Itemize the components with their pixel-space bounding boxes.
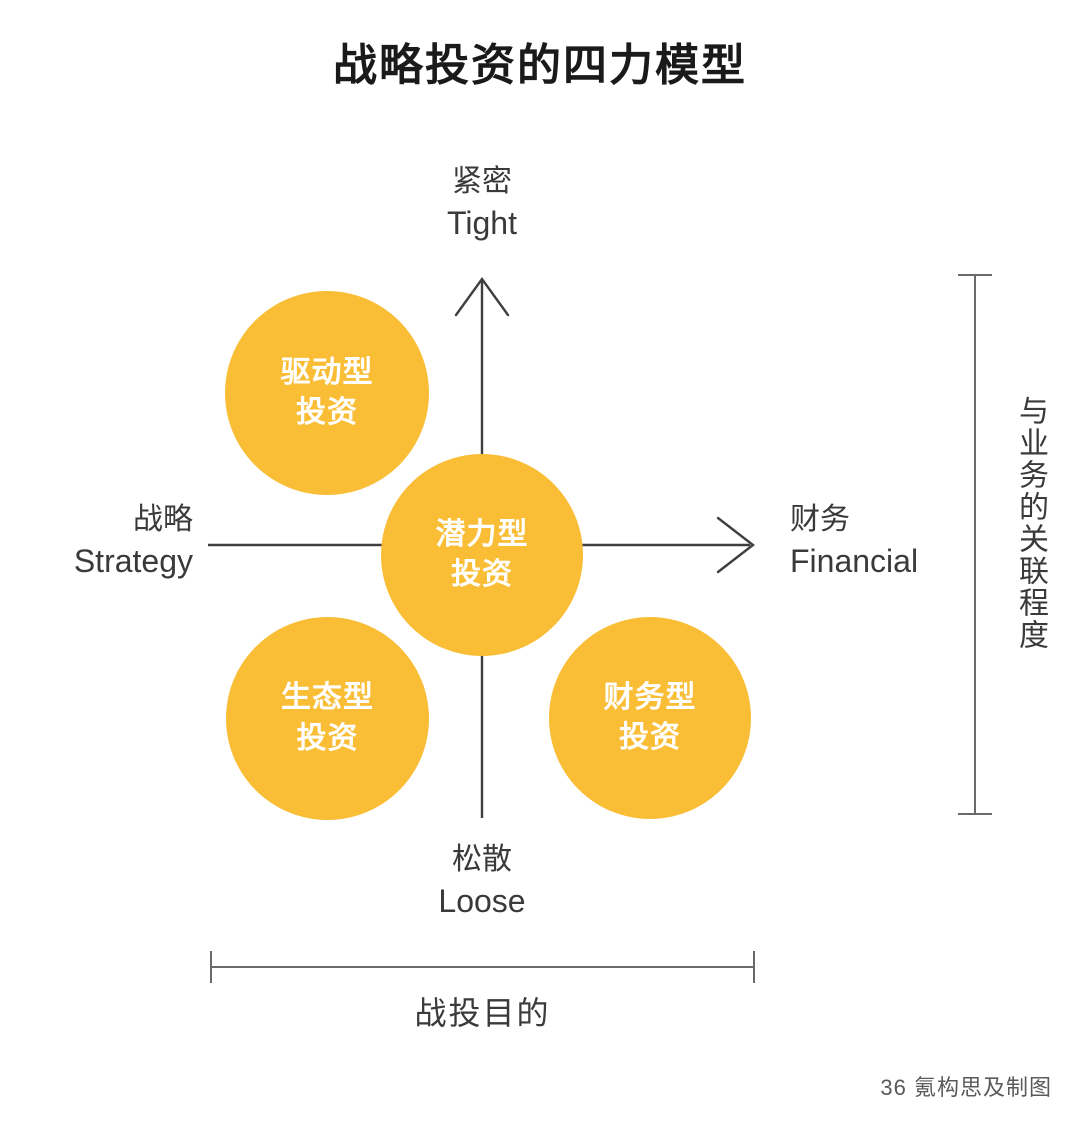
bubble-driven-investment-line2: 投资 (296, 396, 358, 429)
credit-line: 36 氪构思及制图 (880, 1075, 1052, 1100)
bottom-bracket-label: 战投目的 (414, 995, 551, 1031)
axis-label-left: 战略 Strategy (8, 500, 193, 582)
axis-label-top-en: Tight (447, 204, 517, 241)
axis-label-bottom: 松散 Loose (382, 840, 582, 922)
y-axis-arrowhead (454, 276, 510, 317)
axis-label-right-cn: 财务 (790, 503, 850, 536)
bubble-financial-investment-line1: 财务型 (603, 680, 697, 714)
bubble-ecological-investment-line2: 投资 (296, 721, 359, 755)
axis-label-top-cn: 紧密 (452, 165, 512, 198)
bubble-ecological-investment-line1: 生态型 (281, 681, 374, 714)
right-bracket-label: 与业务的关联程度 (1014, 395, 1047, 651)
bubble-financial-investment: 财务型 投资 (549, 617, 751, 819)
page-title: 战略投资的四力模型 (333, 41, 747, 90)
axis-label-left-en: Strategy (73, 542, 193, 579)
bubble-ecological-investment: 生态型 投资 (226, 617, 429, 820)
axis-label-bottom-en: Loose (438, 882, 526, 919)
bubble-potential-investment-line1: 潜力型 (435, 517, 529, 551)
axis-label-left-cn: 战略 (133, 503, 193, 536)
bubble-potential-investment: 潜力型 投资 (381, 454, 583, 656)
axis-label-right: 财务 Financial (790, 500, 1020, 582)
x-axis-arrowhead (716, 516, 755, 574)
bubble-driven-investment: 驱动型 投资 (225, 291, 429, 495)
bubble-potential-investment-line2: 投资 (451, 558, 513, 591)
bubble-driven-investment-line1: 驱动型 (280, 355, 374, 389)
bubble-financial-investment-line2: 投资 (619, 721, 681, 754)
axis-label-right-en: Financial (790, 542, 919, 579)
axis-label-top: 紧密 Tight (382, 162, 582, 244)
axis-label-bottom-cn: 松散 (452, 843, 512, 876)
